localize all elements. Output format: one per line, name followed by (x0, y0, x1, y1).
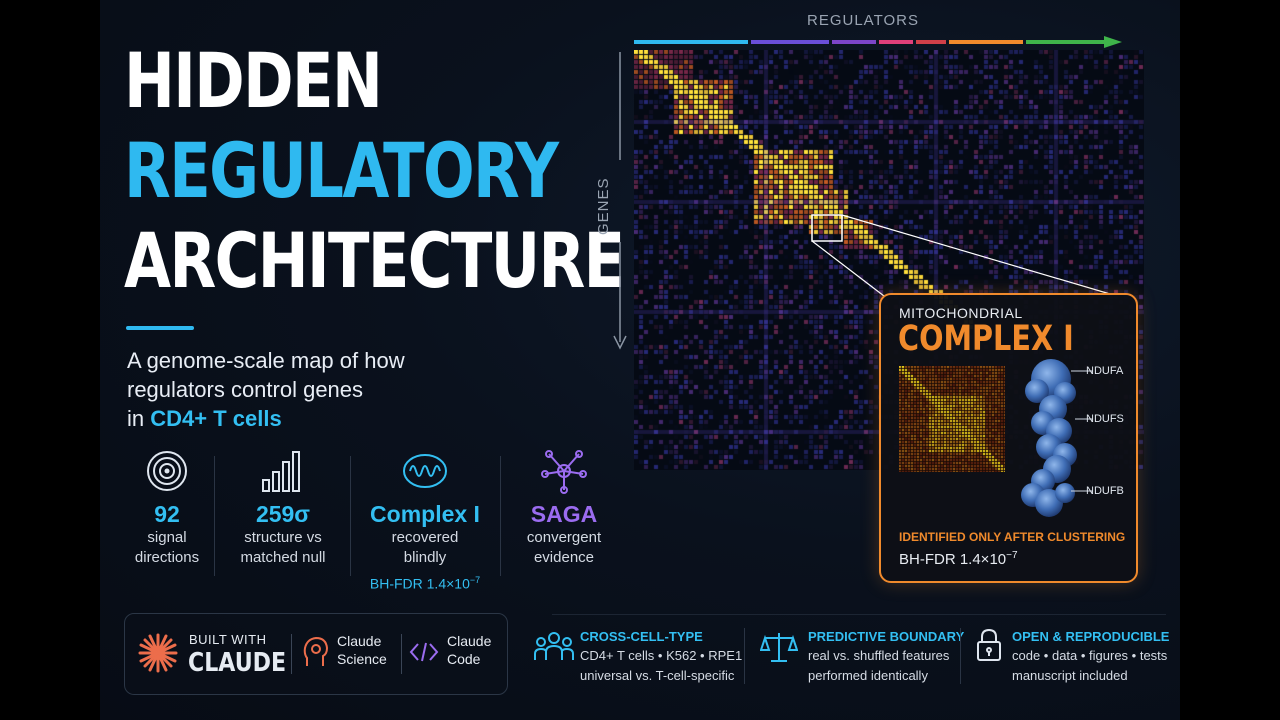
claude-label: CLAUDE (188, 648, 287, 678)
title-line-2: REGULATORY (124, 126, 559, 215)
subtitle-highlight: CD4+ T cells (150, 406, 282, 431)
bar-chart-icon (262, 451, 300, 492)
callout-label-small: MITOCHONDRIAL (899, 305, 1023, 321)
claude-science-line-1: Claude (337, 633, 382, 649)
code-brackets-icon (409, 642, 439, 662)
stat-divider (214, 456, 215, 576)
genes-axis-arrow (613, 52, 627, 350)
infographic-panel: HIDDEN REGULATORY ARCHITECTURE A genome-… (100, 0, 1180, 720)
mitochondrion-icon (403, 454, 447, 488)
science-head-icon (303, 636, 329, 666)
subunit-label: NDUFS (1086, 413, 1124, 425)
title-line-1: HIDDEN (124, 36, 383, 125)
stat-desc: structure vs matched null (240, 529, 326, 566)
stat-value: 92 (154, 501, 180, 527)
claude-code-label: Claude Code (447, 632, 491, 668)
built-with-claude-box: BUILT WITH CLAUDE Claude Science Claude … (124, 613, 508, 695)
built-with-label: BUILT WITH (189, 632, 267, 647)
stat-structure: 259σ structure vs matched null (228, 448, 338, 568)
stat-desc: recovered blindly (391, 529, 459, 566)
stat-value: Complex I (370, 501, 480, 527)
stat-divider (350, 456, 351, 576)
stat-divider (500, 456, 501, 576)
title-line-3: ARCHITECTURE (124, 216, 625, 305)
stat-saga: SAGA convergent evidence (512, 448, 616, 568)
stat-value: SAGA (530, 501, 598, 527)
feature-line: universal vs. T-cell-specific (580, 668, 735, 683)
feature-predictive-boundary: PREDICTIVE BOUNDARY real vs. shuffled fe… (808, 628, 964, 686)
stat-value: 259σ (255, 501, 311, 527)
feature-line: real vs. shuffled features (808, 648, 950, 663)
callout-stat: BH-FDR 1.4×10−7 (899, 550, 1018, 568)
subtitle-line-1: A genome-scale map of how (127, 348, 405, 373)
claude-code-line-2: Code (447, 651, 481, 667)
stat-complex-i: Complex I recovered blindly BH-FDR 1.4×1… (362, 448, 488, 594)
feature-line: code • data • figures • tests (1012, 648, 1168, 663)
subunit-label: NDUFB (1086, 485, 1124, 497)
callout-note: IDENTIFIED ONLY AFTER CLUSTERING (899, 530, 1126, 544)
feature-title: PREDICTIVE BOUNDARY (808, 629, 965, 644)
feature-line: manuscript included (1012, 668, 1128, 683)
feature-open-reproducible: OPEN & REPRODUCIBLE code • data • figure… (1012, 628, 1169, 686)
claude-code-line-1: Claude (447, 633, 492, 649)
feature-strip-rule (552, 614, 1166, 615)
built-divider (401, 634, 402, 674)
regulator-color-bar (634, 36, 1122, 48)
callout-stat-base: BH-FDR 1.4×10 (899, 551, 1007, 568)
stat-desc: signal directions (134, 529, 200, 566)
complex-i-callout: MITOCHONDRIAL COMPLEX I NDUFA (879, 293, 1138, 583)
feature-line: CD4+ T cells • K562 • RPE1 (580, 648, 743, 663)
subtitle-prefix: in (127, 406, 151, 431)
balance-scale-icon (760, 633, 798, 662)
signal-rings-icon (147, 451, 187, 491)
stat-extra: BH-FDR 1.4×10−7 (362, 570, 488, 594)
people-icon (534, 632, 574, 660)
feature-line: performed identically (808, 668, 928, 683)
stat-extra-exponent: −7 (469, 575, 481, 585)
stat-desc: convergent evidence (526, 529, 602, 566)
claude-science-label: Claude Science (337, 632, 387, 668)
complex-i-mini-heatmap (899, 366, 1005, 472)
feature-cross-cell-type: CROSS-CELL-TYPE CD4+ T cells • K562 • RP… (580, 628, 742, 686)
subtitle: A genome-scale map of how regulators con… (127, 346, 527, 433)
built-divider (291, 634, 292, 674)
network-node-icon (541, 450, 587, 494)
claude-burst-icon (138, 633, 178, 673)
subunit-label: NDUFA (1086, 365, 1124, 377)
feature-divider (744, 628, 745, 684)
subtitle-line-3: in CD4+ T cells (127, 404, 527, 433)
regulators-axis-label: REGULATORS (807, 12, 919, 29)
feature-title: CROSS-CELL-TYPE (580, 629, 703, 644)
feature-divider (960, 628, 961, 684)
feature-title: OPEN & REPRODUCIBLE (1012, 629, 1170, 644)
callout-stat-exponent: −7 (1006, 550, 1018, 561)
lock-icon (977, 628, 1001, 661)
stat-signal-directions: 92 signal directions (116, 448, 218, 568)
subtitle-line-2: regulators control genes (127, 377, 364, 402)
title-underline (126, 326, 194, 330)
stat-extra-base: BH-FDR 1.4×10 (369, 575, 470, 592)
protein-structure-icon (1021, 359, 1093, 517)
claude-science-line-2: Science (337, 651, 387, 667)
callout-label-big: COMPLEX I (898, 319, 1074, 359)
